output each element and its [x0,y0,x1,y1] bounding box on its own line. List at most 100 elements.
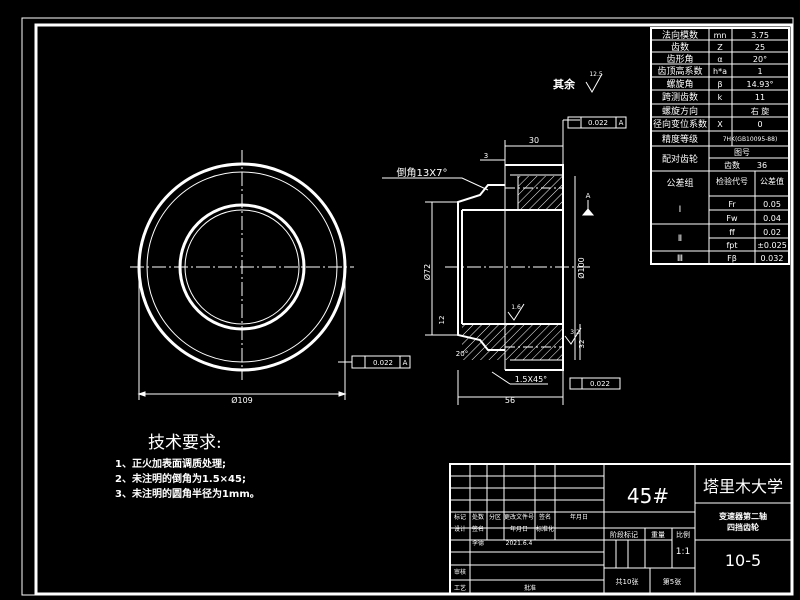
standard-label: 标准化 [536,525,554,533]
precision-label: 精度等级 [662,133,698,145]
tech-item-2: 2、未注明的倒角为1.5×45; [115,472,246,485]
param-sym-1: Z [717,43,723,52]
dim-hub: 12 [438,316,446,325]
dim-small: 3 [484,152,488,160]
process-label: 工艺 [454,584,466,592]
tol-val-2: 0.02 [763,228,781,237]
runout-datum-2: A [619,119,624,127]
mating-drawing-label: 图号 [734,148,750,157]
tol-val-0: 0.05 [763,200,781,209]
designer-name: 李德 [472,539,484,547]
design-label: 设计 [454,525,466,533]
tech-item-1: 1、正火加表面调质处理; [115,457,226,470]
tol-val-4: 0.032 [761,254,784,263]
group-II: Ⅱ [678,234,682,244]
col-mark: 标记 [454,513,466,521]
tech-item-3: 3、未注明的圆角半径为1mm。 [115,487,260,500]
group-I: Ⅰ [679,205,682,215]
school-name: 塔里木大学 [703,477,783,496]
param-name-1: 齿数 [671,41,689,53]
design-sign-header: 签名 [472,525,484,533]
mating-gear-label: 配对齿轮 [662,153,698,165]
runout-datum-1: A [403,359,408,367]
param-name-6: 螺旋方向 [662,105,698,117]
param-sym-5: k [718,93,723,102]
col-sign: 签名 [539,513,551,521]
col-date: 年月日 [570,513,588,521]
tol-sym-2: ff [729,228,735,237]
param-val-2: 20° [753,55,767,64]
roughness-32: 3.2 [570,329,580,336]
dim-outer-diameter: Ø109 [231,395,253,405]
inspect-code-label: 检验代号 [716,176,748,186]
tolerance-group-label: 公差组 [666,177,693,189]
param-val-7: 0 [757,120,762,129]
dim-total: 56 [505,396,515,405]
chamfer-note: 倒角13X7° [397,167,448,179]
col-docno: 更改文件号 [504,513,534,521]
rest-label: 其余 [553,77,576,91]
drawing-number: 10-5 [725,551,761,570]
runout-value-1: 0.022 [373,359,393,367]
param-val-0: 3.75 [751,31,769,40]
param-sym-3: h*a [713,67,727,76]
design-date: 2021.6.4 [506,540,533,547]
design-date-header: 年月日 [510,525,528,533]
front-view [130,150,411,400]
param-sym-2: α [717,55,722,64]
param-sym-4: β [717,80,722,89]
tol-sym-4: Fβ [727,254,737,263]
param-name-3: 齿顶高系数 [657,65,702,77]
tol-val-1: 0.04 [763,214,781,223]
param-name-0: 法向模数 [662,29,698,41]
param-name-5: 跨测齿数 [662,91,698,103]
param-name-4: 螺旋角 [666,78,693,90]
sheet-number: 第5张 [663,577,681,586]
tol-sym-1: Fw [726,214,738,223]
param-val-1: 25 [755,43,765,52]
dim-chamfer: 1.5X45° [515,375,547,384]
title-block [449,463,793,595]
dim-bore: Ø72 [422,264,432,280]
param-val-4: 14.93° [747,80,774,89]
outer-frame [21,17,794,596]
param-rows: 法向模数 mn 3.75 齿数 Z 25 齿形角 α 20° 齿顶高系数 h*a… [653,29,787,264]
tol-sym-0: Fr [728,200,736,209]
tech-title: 技术要求: [148,433,222,453]
tolerance-value-label: 公差值 [760,176,784,186]
param-val-6: 右 旋 [751,106,770,116]
section-view [382,73,627,405]
roughness-rest: 12.5 [589,71,603,78]
group-III: Ⅲ [677,254,683,264]
datum-label: A [586,192,591,200]
stage-label: 阶段标记 [610,530,638,539]
title-block-text: 标记 处数 分区 更改文件号 签名 年月日 设计 签名 年月日 标准化 李德 2… [454,477,783,592]
dim-width: 30 [529,136,539,145]
col-zone: 分区 [489,513,501,521]
material: 45# [627,484,669,508]
col-count: 处数 [472,513,484,521]
tol-val-3: ±0.025 [757,241,787,250]
scale-value: 1:1 [676,547,690,557]
mating-teeth-value: 36 [757,161,767,170]
sheet-count: 共10张 [616,577,639,586]
scale-label: 比例 [676,530,690,539]
tol-sym-3: fpt [726,241,737,250]
param-val-3: 1 [757,67,762,76]
dim-32: 32 [578,340,586,349]
precision-value: 7HK(GB10095-88) [723,136,778,143]
gear-parameter-table [650,27,790,265]
part-name-1: 变速器第二轴 [719,511,767,521]
runout-value-3: 0.022 [590,380,610,388]
dim-pitch: Ø100 [576,257,586,279]
part-name-2: 四挡齿轮 [727,522,759,532]
roughness-16: 1.6 [511,304,521,311]
weight-label: 重量 [651,531,665,539]
approve-label: 批准 [524,584,536,592]
param-name-7: 径向变位系数 [653,118,707,130]
runout-value-2: 0.022 [588,119,608,127]
inner-frame [34,23,794,596]
param-sym-0: mn [714,31,727,40]
dim-angle: 20° [456,350,468,358]
